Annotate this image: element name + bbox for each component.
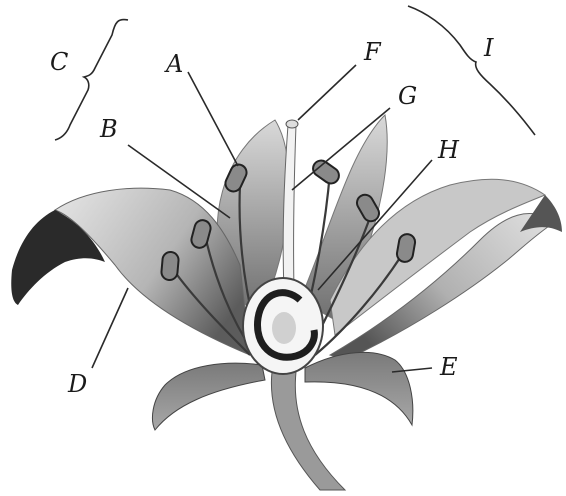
label-b: B xyxy=(99,115,118,143)
label-f: F xyxy=(363,38,382,66)
bracket-i xyxy=(408,6,535,135)
label-h: H xyxy=(437,136,460,164)
stem xyxy=(271,372,345,490)
label-i: I xyxy=(483,34,494,62)
label-a: A xyxy=(164,50,183,78)
leader-a xyxy=(188,72,238,166)
leader-d xyxy=(92,288,128,368)
label-g: G xyxy=(398,82,417,110)
label-c: C xyxy=(50,48,68,76)
ovule xyxy=(272,312,296,344)
label-d: D xyxy=(67,370,87,398)
sepal-right xyxy=(305,352,413,425)
label-e: E xyxy=(439,353,458,381)
stigma xyxy=(286,120,298,128)
sepal-left xyxy=(152,363,265,430)
leader-f xyxy=(298,65,356,120)
